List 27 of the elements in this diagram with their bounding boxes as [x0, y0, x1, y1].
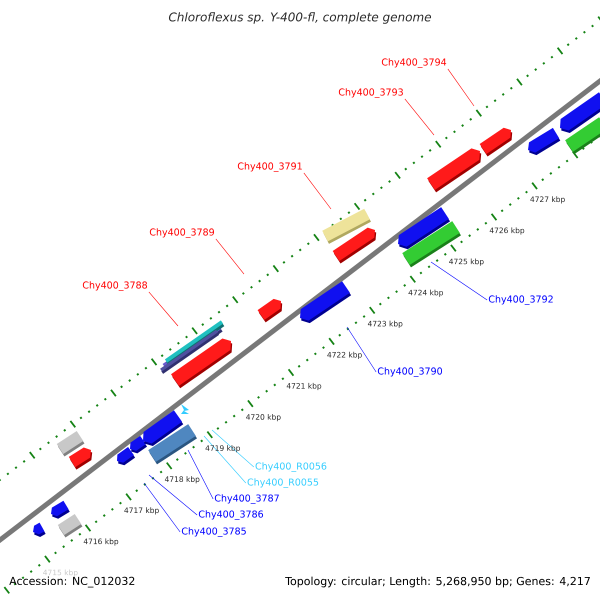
leader-line	[346, 326, 376, 372]
leader-line	[148, 474, 198, 516]
leader-line	[148, 292, 178, 326]
gene-label: Chy400_3787	[214, 494, 279, 504]
leader-line	[216, 238, 244, 274]
leader-line	[448, 68, 474, 106]
gene-label: Chy400_3786	[198, 510, 264, 520]
gene-label: Chy400_3789	[150, 228, 214, 238]
footer-text: Topology: circular; Length: 5,268,950 bp; Genes: 4,217	[285, 576, 590, 588]
leader-line	[212, 430, 254, 468]
gene-label: Chy400_R0055	[248, 478, 318, 488]
gene-label: Chy400_3788	[82, 281, 147, 291]
leader-line	[404, 98, 434, 136]
gene-label: Chy400_3793	[338, 88, 403, 98]
gene-label: Chy400_3785	[182, 527, 246, 537]
gene-label: Chy400_3794	[382, 58, 446, 68]
gene-label: Chy400_R0056	[256, 462, 326, 472]
footer-text: Accession: NC_012032	[9, 576, 134, 588]
leader-line	[204, 436, 246, 484]
leader-line	[188, 450, 214, 500]
gene-label: Chy400_3792	[488, 295, 553, 305]
gene-label: Chy400_3790	[378, 367, 442, 377]
title: Chloroflexus sp. Y-400-fl, complete genome	[168, 12, 432, 24]
leader-line	[144, 482, 180, 532]
gene-label: Chy400_3791	[238, 162, 302, 172]
leader-line	[430, 262, 488, 300]
leader-line	[304, 172, 332, 210]
